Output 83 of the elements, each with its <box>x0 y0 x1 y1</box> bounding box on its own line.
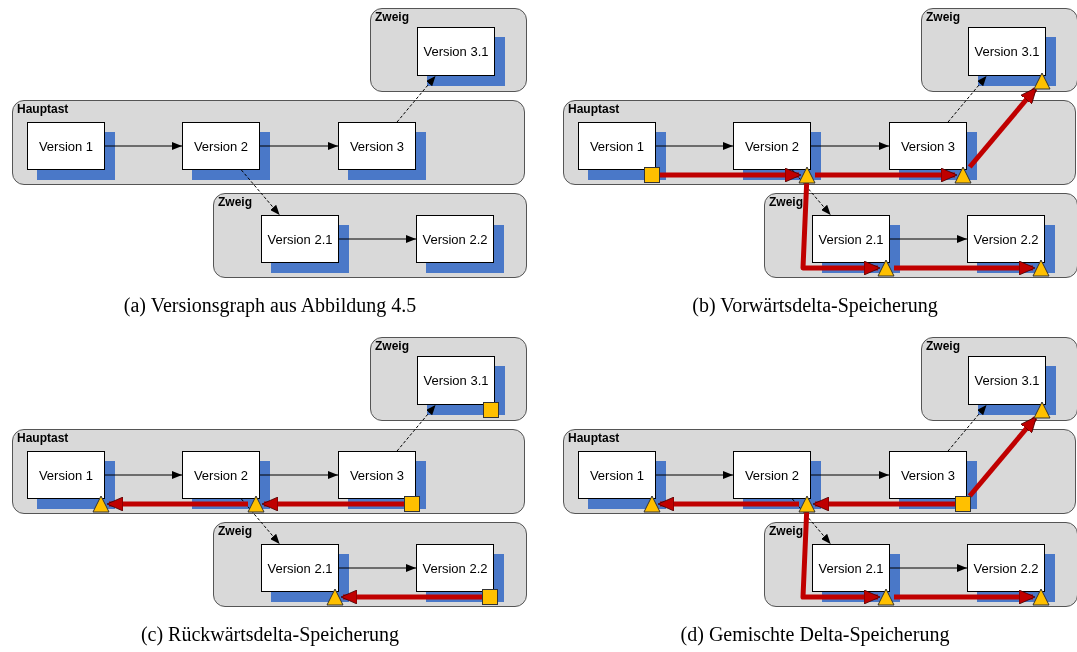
group-title: Zweig <box>218 524 252 538</box>
arrow <box>338 235 417 243</box>
triangle-marker <box>93 496 109 512</box>
group-panel <box>370 8 527 92</box>
triangle-marker <box>1033 589 1049 605</box>
delta-arrow <box>800 182 881 276</box>
subfigure-caption: (d) Gemischte Delta-Speicherung <box>679 623 951 646</box>
group-panel <box>563 429 1076 514</box>
version-label: Version 3.1 <box>422 44 490 59</box>
group-title: Hauptast <box>17 431 69 445</box>
group-title: Hauptast <box>17 102 69 116</box>
square-marker <box>955 496 971 512</box>
group-panel <box>764 193 1077 278</box>
subfigure-caption: (b) Vorwärtsdelta-Speicherung <box>691 294 939 317</box>
square-marker <box>483 402 499 418</box>
delta-arrow <box>967 416 1038 498</box>
delta-arrow <box>800 511 881 605</box>
delta-arrow <box>894 589 1036 605</box>
group-title: Zweig <box>218 195 252 209</box>
group-title: Zweig <box>769 524 803 538</box>
group-title: Zweig <box>926 10 960 24</box>
arrow <box>791 498 832 545</box>
group-title: Zweig <box>375 339 409 353</box>
delta-arrow <box>815 167 958 183</box>
group-panel <box>921 8 1077 92</box>
arrow <box>889 235 968 243</box>
triangle-marker <box>644 496 660 512</box>
arrow <box>810 142 890 150</box>
group-title: Zweig <box>375 10 409 24</box>
arrow <box>104 142 183 150</box>
group-panel <box>370 337 527 421</box>
group-panel <box>563 100 1076 185</box>
group-panel <box>12 429 525 514</box>
delta-arrow <box>967 87 1038 169</box>
triangle-marker <box>1033 260 1049 276</box>
delta-arrow <box>261 496 404 512</box>
triangle-marker <box>799 167 815 183</box>
group-panel <box>921 337 1077 421</box>
arrow <box>655 142 734 150</box>
arrow <box>240 169 281 216</box>
arrow <box>947 75 987 123</box>
group-panel <box>213 193 527 278</box>
arrow <box>396 404 436 452</box>
delta-arrow <box>894 260 1036 276</box>
version-label: Version 3.1 <box>973 373 1041 388</box>
delta-arrow <box>340 589 482 605</box>
triangle-marker <box>878 260 894 276</box>
version-label: Version 3.1 <box>422 373 490 388</box>
arrow <box>889 564 968 572</box>
group-title: Hauptast <box>568 431 620 445</box>
subfigure-caption: (a) Versionsgraph aus Abbildung 4.5 <box>122 294 418 317</box>
triangle-marker <box>327 589 343 605</box>
arrow <box>104 471 183 479</box>
group-title: Zweig <box>769 195 803 209</box>
triangle-marker <box>1034 73 1050 89</box>
triangle-marker <box>1034 402 1050 418</box>
arrow <box>396 75 436 123</box>
arrow <box>240 498 281 545</box>
triangle-marker <box>248 496 264 512</box>
square-marker <box>644 167 660 183</box>
group-panel <box>764 522 1077 607</box>
group-panel <box>213 522 527 607</box>
arrow <box>947 404 987 452</box>
group-title: Hauptast <box>568 102 620 116</box>
square-marker <box>482 589 498 605</box>
square-marker <box>404 496 420 512</box>
arrow <box>810 471 890 479</box>
delta-arrow <box>657 496 799 512</box>
triangle-marker <box>878 589 894 605</box>
subfigure-caption: (c) Rückwärtsdelta-Speicherung <box>139 623 401 646</box>
version-label: Version 3.1 <box>973 44 1041 59</box>
delta-arrow <box>660 167 802 183</box>
triangle-marker <box>955 167 971 183</box>
arrow <box>338 564 417 572</box>
arrow <box>791 169 832 216</box>
arrow <box>259 471 339 479</box>
group-title: Zweig <box>926 339 960 353</box>
arrow <box>655 471 734 479</box>
delta-arrow <box>812 496 955 512</box>
triangle-marker <box>799 496 815 512</box>
delta-arrow <box>106 496 248 512</box>
group-panel <box>12 100 525 185</box>
arrow <box>259 142 339 150</box>
